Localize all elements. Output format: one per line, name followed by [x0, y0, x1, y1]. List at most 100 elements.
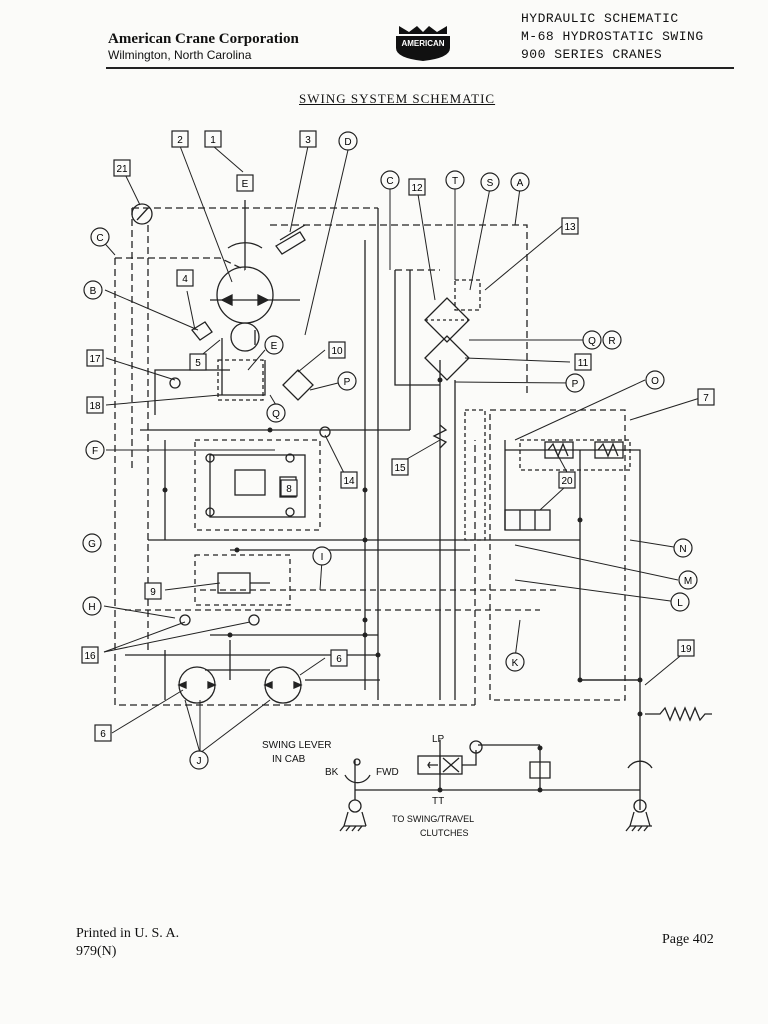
- callout-circle-P-8: P: [337, 371, 357, 391]
- title-line-1: HYDRAULIC SCHEMATIC: [521, 11, 679, 26]
- svg-text:6: 6: [100, 729, 106, 740]
- callout-box-4-5: 4: [176, 269, 194, 287]
- svg-text:15: 15: [394, 463, 406, 474]
- svg-text:F: F: [92, 446, 98, 457]
- section-title: SWING SYSTEM SCHEMATIC: [299, 91, 496, 106]
- callout-circle-Q-10: Q: [582, 330, 602, 350]
- callout-box-20-17: 20: [558, 471, 576, 489]
- svg-text:18: 18: [89, 401, 101, 412]
- callout-box-9-18: 9: [144, 582, 162, 600]
- callout-circle-M-18: M: [678, 570, 698, 590]
- svg-text:N: N: [679, 544, 686, 555]
- svg-text:21: 21: [116, 164, 128, 175]
- callout-circle-D-0: D: [338, 131, 358, 151]
- printed-in: Printed in U. S. A.: [76, 926, 180, 941]
- callout-box-18-8: 18: [86, 396, 104, 414]
- company-name: American Crane Corporation: [108, 31, 299, 47]
- svg-text:O: O: [651, 376, 659, 387]
- callout-circle-L-20: L: [670, 592, 690, 612]
- svg-text:K: K: [512, 658, 519, 669]
- svg-text:1: 1: [210, 135, 216, 146]
- svg-text:C: C: [96, 233, 103, 244]
- svg-text:13: 13: [564, 222, 576, 233]
- lp-label: LP: [432, 734, 445, 745]
- callout-box-17-7: 17: [86, 349, 104, 367]
- callout-circle-P-12: P: [565, 373, 585, 393]
- svg-text:R: R: [608, 336, 615, 347]
- callout-box-19-22: 19: [677, 639, 695, 657]
- callout-circle-A-4: A: [510, 172, 530, 192]
- svg-text:10: 10: [331, 346, 343, 357]
- svg-text:S: S: [487, 178, 494, 189]
- svg-text:17: 17: [89, 354, 101, 365]
- svg-text:7: 7: [703, 393, 709, 404]
- svg-text:L: L: [677, 598, 683, 609]
- svg-text:G: G: [88, 539, 96, 550]
- svg-text:C: C: [386, 176, 393, 187]
- bk-label: BK: [325, 767, 339, 778]
- svg-text:E: E: [242, 179, 249, 190]
- callout-box-12-13: 12: [408, 178, 426, 196]
- svg-text:12: 12: [411, 183, 423, 194]
- svg-text:8: 8: [286, 484, 292, 495]
- svg-text:6: 6: [336, 654, 342, 665]
- title-line-2: M-68 HYDROSTATIC SWING: [521, 29, 704, 44]
- svg-text:E: E: [271, 341, 278, 352]
- svg-text:M: M: [684, 576, 692, 587]
- svg-text:I: I: [321, 552, 324, 563]
- callout-circle-R-11: R: [602, 330, 622, 350]
- svg-text:14: 14: [343, 476, 355, 487]
- form-code: 979(N): [76, 944, 117, 959]
- american-logo: AMERICAN: [396, 26, 450, 61]
- callout-box-15-12: 15: [391, 458, 409, 476]
- callout-circle-E-7: E: [264, 335, 284, 355]
- fwd-label: FWD: [376, 767, 399, 778]
- callout-box-8-10: 8: [280, 479, 298, 497]
- page-number: Page 402: [662, 932, 714, 947]
- callout-box-5-6: 5: [189, 353, 207, 371]
- svg-text:16: 16: [84, 651, 96, 662]
- callout-circle-B-6: B: [83, 280, 103, 300]
- swing-lever-label-1: SWING LEVER: [262, 740, 331, 751]
- callout-circle-G-15: G: [82, 533, 102, 553]
- callout-box-13-14: 13: [561, 217, 579, 235]
- swing-lever-label-2: IN CAB: [272, 754, 306, 765]
- svg-text:P: P: [344, 377, 351, 388]
- callout-box-10-9: 10: [328, 341, 346, 359]
- svg-text:9: 9: [150, 587, 156, 598]
- company-location: Wilmington, North Carolina: [108, 48, 252, 62]
- svg-text:P: P: [572, 379, 579, 390]
- svg-text:T: T: [452, 176, 458, 187]
- callout-circle-N-17: N: [673, 538, 693, 558]
- callout-circle-Q-9: Q: [266, 403, 286, 423]
- callout-circle-K-21: K: [505, 652, 525, 672]
- callout-circle-C-1: C: [380, 170, 400, 190]
- svg-text:11: 11: [578, 358, 589, 369]
- svg-text:A: A: [517, 178, 524, 189]
- tt-label: TT: [432, 796, 444, 807]
- callout-circle-H-19: H: [82, 596, 102, 616]
- logo-text: AMERICAN: [401, 39, 444, 48]
- clutches-label-2: CLUTCHES: [420, 828, 469, 838]
- callout-circle-J-22: J: [189, 750, 209, 770]
- svg-text:Q: Q: [272, 409, 280, 420]
- callout-circle-O-13: O: [645, 370, 665, 390]
- callout-circle-C-5: C: [90, 227, 110, 247]
- callout-box-14-11: 14: [340, 471, 358, 489]
- svg-text:3: 3: [305, 135, 311, 146]
- callout-box-6-21: 6: [330, 649, 348, 667]
- callout-box-3-2: 3: [299, 130, 317, 148]
- svg-text:B: B: [90, 286, 97, 297]
- title-line-3: 900 SERIES CRANES: [521, 47, 663, 62]
- svg-text:4: 4: [182, 274, 188, 285]
- clutches-label-1: TO SWING/TRAVEL: [392, 814, 474, 824]
- callout-box-11-15: 11: [574, 353, 592, 371]
- callout-circle-F-14: F: [85, 440, 105, 460]
- svg-text:J: J: [197, 756, 202, 767]
- callout-box-7-16: 7: [697, 388, 715, 406]
- callout-circle-S-3: S: [480, 172, 500, 192]
- callout-box-21-3: 21: [113, 159, 131, 177]
- callout-circle-T-2: T: [445, 170, 465, 190]
